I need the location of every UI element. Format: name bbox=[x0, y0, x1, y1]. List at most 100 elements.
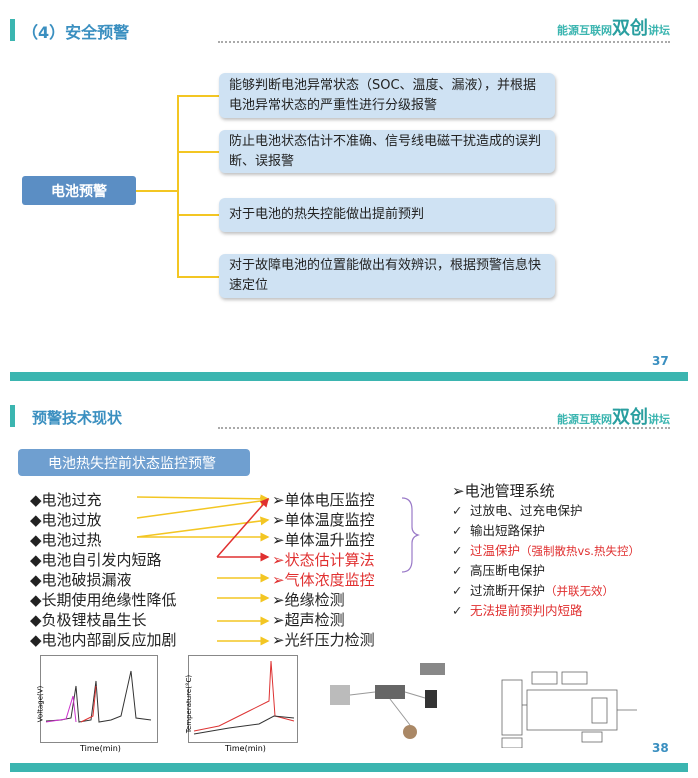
monitor-item: ➢光纤压力检测 bbox=[272, 630, 375, 650]
logo: 能源互联网双创讲坛 bbox=[540, 403, 670, 429]
bms-title: 电池管理系统 bbox=[464, 482, 555, 500]
x-axis-label: Time(min) bbox=[225, 744, 266, 753]
arrow bbox=[136, 516, 270, 538]
cause-item: ◆电池过充 bbox=[30, 490, 177, 510]
logo-tail: 讲坛 bbox=[648, 413, 670, 426]
diamond-bullet-icon: ◆ bbox=[30, 491, 42, 509]
monitor-item: ➢单体温升监控 bbox=[272, 530, 375, 550]
arrow bbox=[136, 496, 270, 519]
diamond-bullet-icon: ◆ bbox=[30, 611, 42, 629]
monitor-text: 状态估计算法 bbox=[284, 551, 375, 569]
arrow-bullet-icon: ➢ bbox=[452, 482, 465, 500]
bms-note: （强制散热vs.热失控） bbox=[520, 544, 640, 558]
cause-item: ◆电池过放 bbox=[30, 510, 177, 530]
bms-item: ✓ 过温保护（强制散热vs.热失控） bbox=[452, 541, 640, 561]
check-icon: ✓ bbox=[452, 583, 463, 598]
cause-item: ◆电池自引发内短路 bbox=[30, 550, 177, 570]
connector bbox=[177, 276, 219, 278]
warning-item: 对于故障电池的位置能做出有效辨识，根据预警信息快速定位 bbox=[219, 254, 555, 298]
slide2-title: 预警技术现状 bbox=[32, 409, 123, 427]
bms-text: 过流断开保护 bbox=[470, 583, 546, 598]
connector bbox=[177, 151, 219, 153]
bms-item: ✓输出短路保护 bbox=[452, 521, 640, 541]
footer-bar bbox=[10, 763, 688, 772]
arrow-bullet-icon: ➢ bbox=[272, 531, 285, 549]
connector bbox=[177, 95, 179, 277]
check-icon: ✓ bbox=[452, 523, 463, 538]
cause-text: 负极锂枝晶生长 bbox=[41, 611, 147, 629]
monitor-text: 单体电压监控 bbox=[284, 491, 375, 509]
warning-item: 对于电池的热失控能做出提前预判 bbox=[219, 198, 555, 232]
monitor-item: ➢绝缘检测 bbox=[272, 590, 375, 610]
footer-bar bbox=[10, 372, 688, 381]
monitor-text: 超声检测 bbox=[284, 611, 345, 629]
diamond-bullet-icon: ◆ bbox=[30, 551, 42, 569]
section-header: 电池热失控前状态监控预警 bbox=[18, 449, 250, 476]
bms-text: 过温保护 bbox=[470, 543, 521, 558]
cause-item: ◆长期使用绝缘性降低 bbox=[30, 590, 177, 610]
logo: 能源互联网双创讲坛 bbox=[540, 14, 670, 40]
arrow-bullet-icon: ➢ bbox=[272, 631, 285, 649]
divider bbox=[218, 41, 670, 43]
monitor-item: ➢单体电压监控 bbox=[272, 490, 375, 510]
bms-panel: ➢电池管理系统 ✓过放电、过充电保护✓输出短路保护✓过温保护（强制散热vs.热失… bbox=[452, 480, 640, 621]
cause-item: ◆电池破损漏液 bbox=[30, 570, 177, 590]
divider bbox=[218, 427, 670, 429]
bms-text: 无法提前预判内短路 bbox=[470, 603, 583, 618]
connector bbox=[177, 214, 219, 216]
warning-item: 防止电池状态估计不准确、信号线电磁干扰造成的误判断、误报警 bbox=[219, 130, 555, 173]
logo-accent: 双创 bbox=[612, 407, 648, 428]
connector bbox=[177, 95, 219, 97]
bms-block-diagram bbox=[497, 660, 667, 749]
diamond-bullet-icon: ◆ bbox=[30, 571, 42, 589]
monitor-list: ➢单体电压监控➢单体温度监控➢单体温升监控➢状态估计算法➢气体浓度监控➢绝缘检测… bbox=[272, 490, 375, 650]
check-icon: ✓ bbox=[452, 543, 463, 558]
cause-text: 电池过放 bbox=[41, 511, 102, 529]
temperature-chart bbox=[188, 655, 298, 743]
logo-text: 能源互联网 bbox=[557, 413, 612, 426]
arrow-bullet-icon: ➢ bbox=[272, 511, 285, 529]
cause-text: 电池破损漏液 bbox=[41, 571, 132, 589]
title-accent-bar bbox=[10, 405, 15, 427]
arrow-bullet-icon: ➢ bbox=[272, 551, 285, 569]
monitor-text: 光纤压力检测 bbox=[284, 631, 375, 649]
arrow bbox=[136, 494, 270, 504]
logo-tail: 讲坛 bbox=[648, 24, 670, 37]
system-diagram bbox=[325, 660, 475, 745]
arrow-bullet-icon: ➢ bbox=[272, 611, 285, 629]
cause-list: ◆电池过充◆电池过放◆电池过热◆电池自引发内短路◆电池破损漏液◆长期使用绝缘性降… bbox=[30, 490, 177, 650]
diamond-bullet-icon: ◆ bbox=[30, 531, 42, 549]
bms-item: ✓高压断电保护 bbox=[452, 561, 640, 581]
check-icon: ✓ bbox=[452, 503, 463, 518]
x-axis-label: Time(min) bbox=[80, 744, 121, 753]
bms-item: ✓ 过放电、过充电保护 bbox=[452, 501, 640, 521]
diamond-bullet-icon: ◆ bbox=[30, 511, 42, 529]
page-number: 37 bbox=[652, 354, 669, 368]
bms-item: ✓ 无法提前预判内短路 bbox=[452, 601, 640, 621]
cause-item: ◆电池内部副反应加剧 bbox=[30, 630, 177, 650]
monitor-text: 气体浓度监控 bbox=[284, 571, 375, 589]
bms-text: 过放电、过充电保护 bbox=[470, 503, 583, 518]
diamond-bullet-icon: ◆ bbox=[30, 591, 42, 609]
cause-item: ◆电池过热 bbox=[30, 530, 177, 550]
cause-text: 长期使用绝缘性降低 bbox=[41, 591, 177, 609]
cause-text: 电池自引发内短路 bbox=[41, 551, 162, 569]
diamond-bullet-icon: ◆ bbox=[30, 631, 42, 649]
monitor-item: ➢单体温度监控 bbox=[272, 510, 375, 530]
arrow-red bbox=[216, 497, 269, 558]
logo-text: 能源互联网 bbox=[557, 24, 612, 37]
monitor-item: ➢状态估计算法 bbox=[272, 550, 375, 570]
check-icon: ✓ bbox=[452, 603, 463, 618]
warning-item: 能够判断电池异常状态（SOC、温度、漏液），并根据电池异常状态的严重性进行分级报… bbox=[219, 73, 555, 118]
monitor-text: 单体温度监控 bbox=[284, 511, 375, 529]
monitor-text: 绝缘检测 bbox=[284, 591, 345, 609]
logo-accent: 双创 bbox=[612, 18, 648, 39]
monitor-item: ➢超声检测 bbox=[272, 610, 375, 630]
cause-item: ◆负极锂枝晶生长 bbox=[30, 610, 177, 630]
y-axis-label: Temperature(°C) bbox=[185, 674, 194, 734]
page-number: 38 bbox=[652, 741, 669, 755]
monitor-text: 单体温升监控 bbox=[284, 531, 375, 549]
y-axis-label: Voltage(V) bbox=[36, 685, 45, 723]
arrow-bullet-icon: ➢ bbox=[272, 491, 285, 509]
